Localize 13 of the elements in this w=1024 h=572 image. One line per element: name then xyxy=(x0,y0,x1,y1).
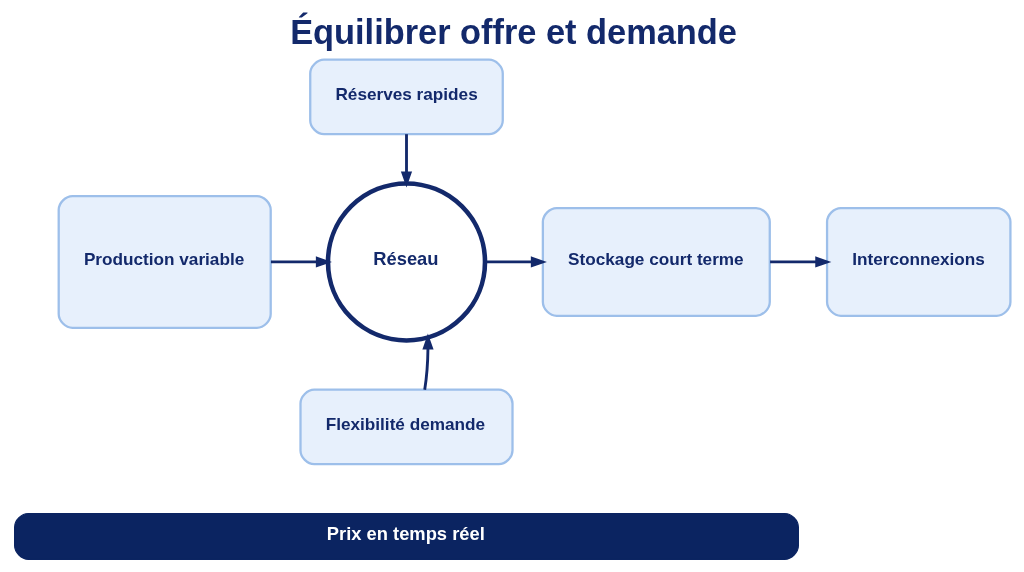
arrow xyxy=(769,256,831,268)
node-box: Flexibilité demande xyxy=(298,388,514,466)
node-box: Interconnexions xyxy=(825,206,1012,317)
node-box: Réserves rapides xyxy=(308,58,504,136)
node-box: Prix en temps réel xyxy=(13,512,799,560)
diagram-title: Équilibrer offre et demande xyxy=(289,12,737,51)
arrow xyxy=(421,333,434,390)
arrow xyxy=(484,256,547,268)
arrow xyxy=(270,256,332,268)
arrow xyxy=(400,134,412,188)
node-box: Stockage court terme xyxy=(541,206,771,317)
node-circle: Réseau xyxy=(325,181,487,343)
node-box: Production variable xyxy=(57,194,272,329)
